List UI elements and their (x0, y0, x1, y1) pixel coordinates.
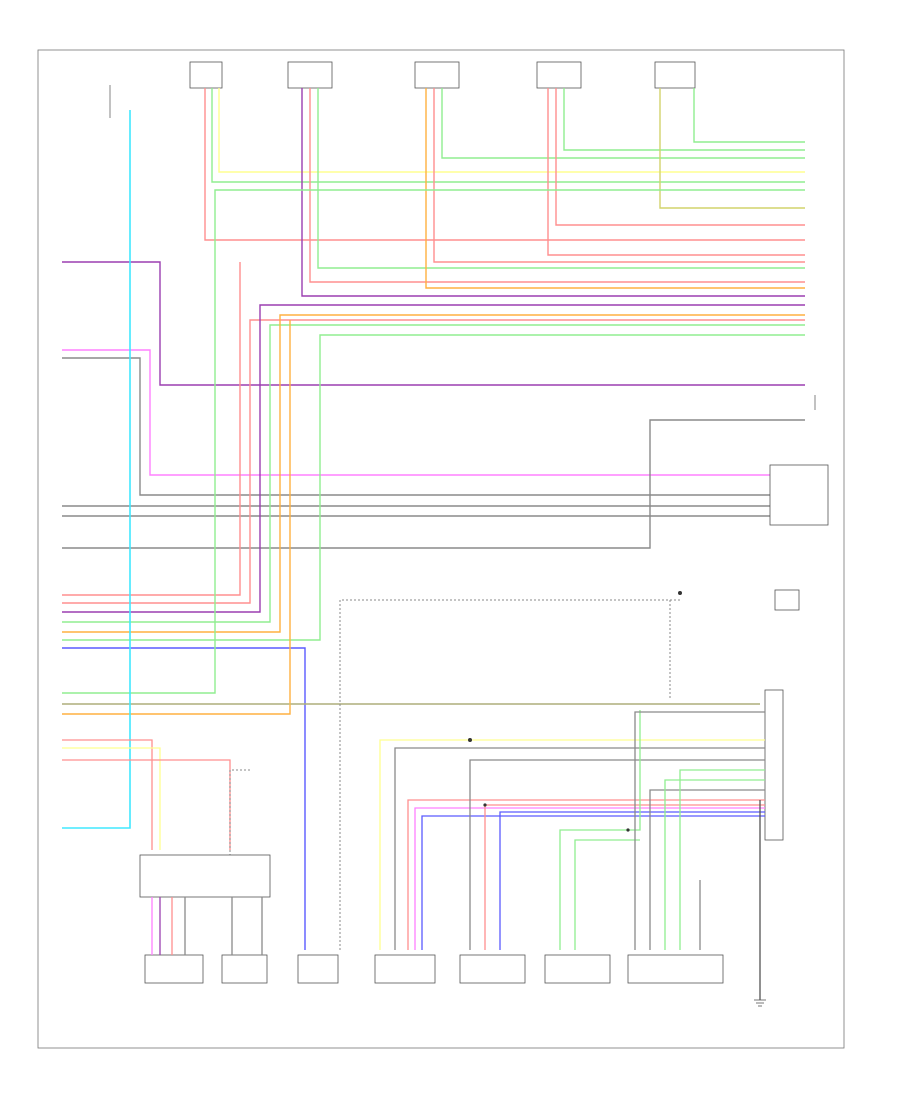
top-component-3 (414, 61, 460, 89)
diagram-frame (37, 49, 845, 1049)
lower-left-wires (62, 739, 231, 850)
top-component-2 (287, 61, 333, 89)
connector-block-right (764, 689, 784, 841)
top-component-4 (536, 61, 582, 89)
control-unit-box (769, 464, 829, 526)
left-wires (62, 189, 805, 950)
splice-dots (468, 591, 682, 832)
switch-box (774, 589, 800, 611)
bottom-components (139, 854, 724, 984)
relay-module (139, 854, 271, 898)
actuator-1 (144, 954, 204, 984)
actuator-2 (221, 954, 268, 984)
top-connectors (109, 61, 696, 118)
dashed-leaders (229, 599, 680, 950)
top-vertical-wires (204, 88, 805, 297)
ground-symbol (754, 999, 766, 1007)
control-module-4 (627, 954, 724, 984)
cyan-feed-wire (62, 110, 131, 829)
sensor-box (297, 954, 339, 984)
top-component-1 (189, 61, 223, 89)
control-module-1 (374, 954, 436, 984)
control-module-3 (544, 954, 611, 984)
bottom-wire-drops (151, 897, 263, 955)
right-components (764, 395, 829, 841)
top-component-5 (654, 61, 696, 89)
control-module-2 (459, 954, 526, 984)
lower-right-wires (379, 710, 765, 1000)
